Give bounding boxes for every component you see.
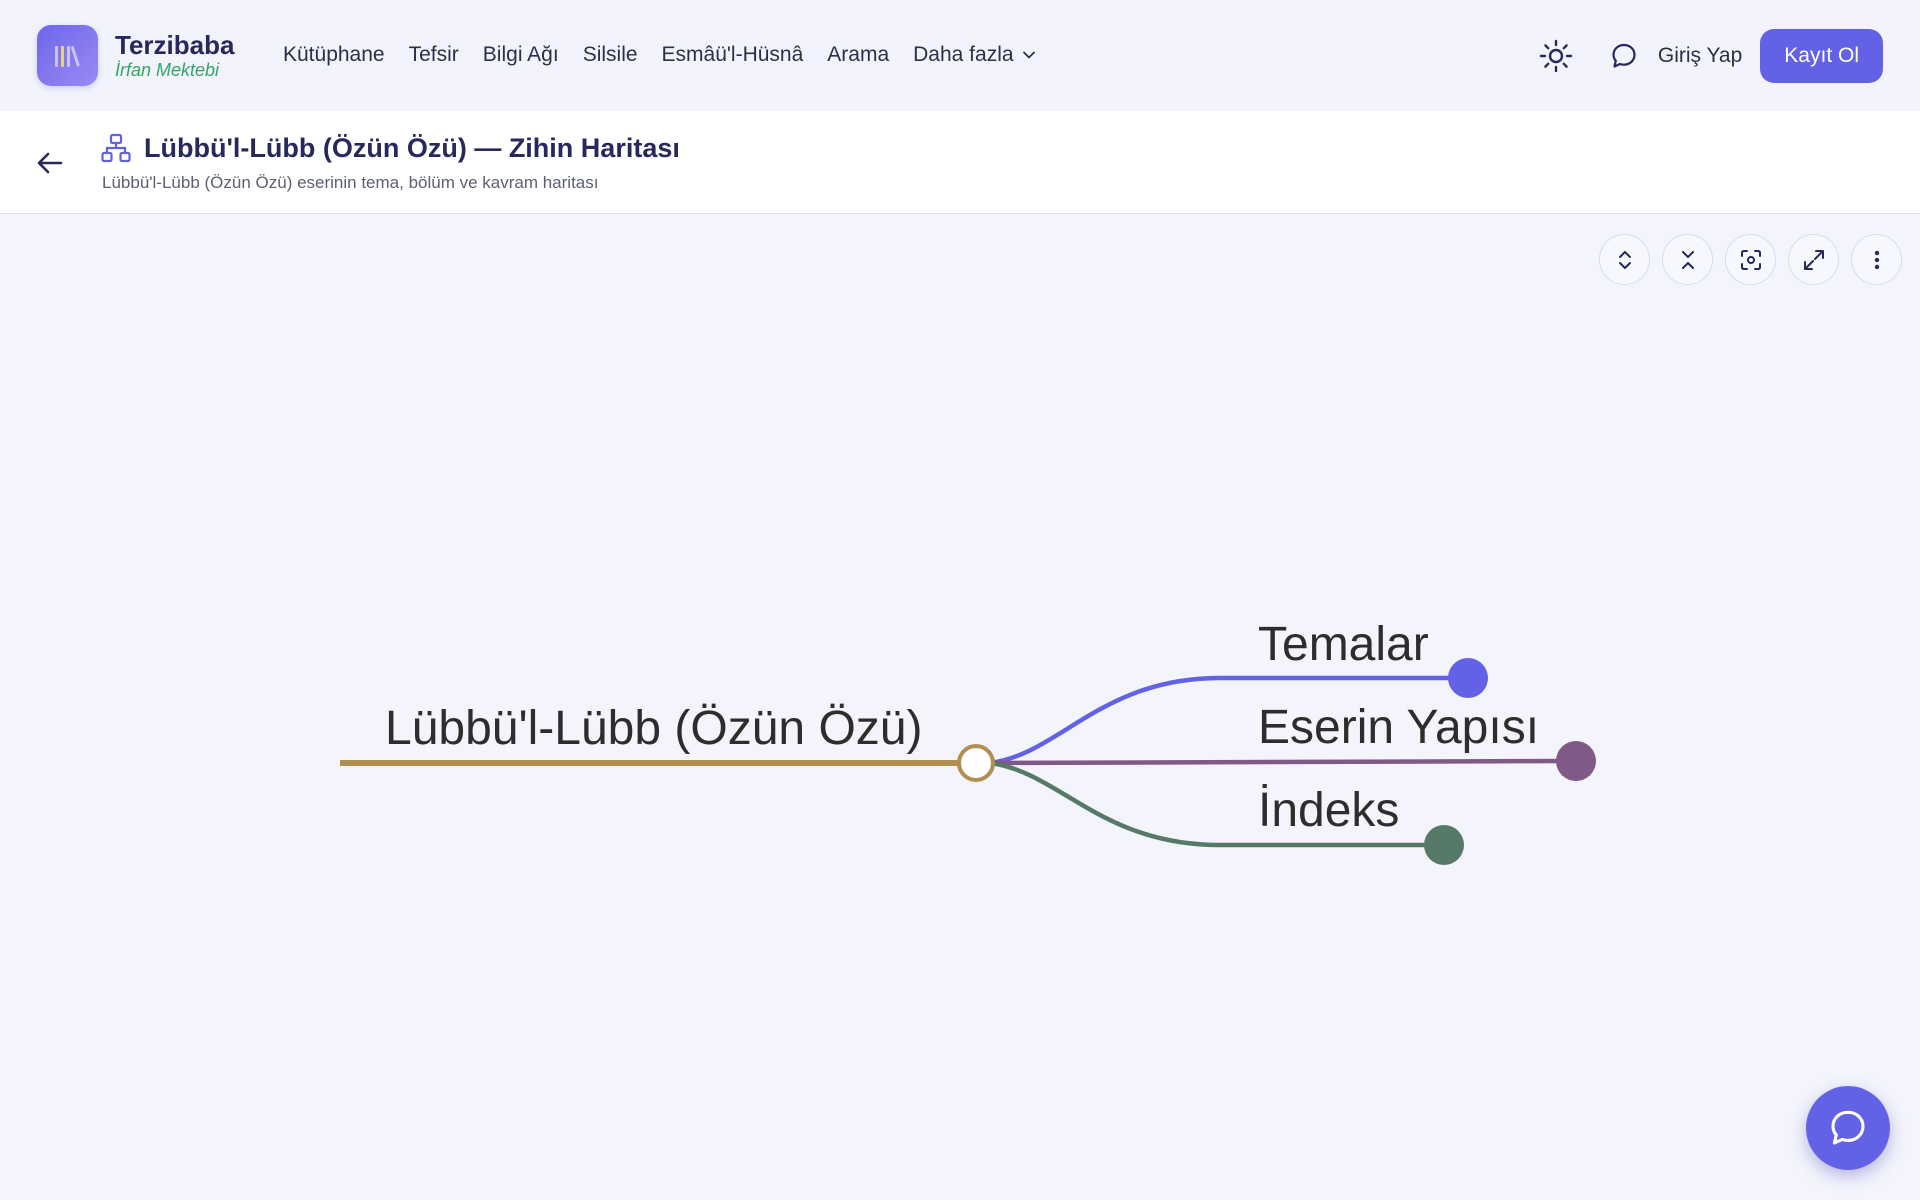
brand-name[interactable]: Terzibaba	[115, 30, 235, 60]
back-arrow-icon[interactable]	[32, 145, 68, 181]
node-eserin-yapisi-label[interactable]: Eserin Yapısı	[1258, 701, 1539, 754]
nav-item-arama[interactable]: Arama	[827, 43, 890, 66]
chat-bubble-icon	[1831, 1110, 1865, 1145]
chat-fab-button[interactable]	[1806, 1086, 1890, 1170]
more-vertical-icon[interactable]	[1851, 234, 1902, 285]
nav-more-label: Daha fazla	[913, 43, 1014, 66]
signup-button[interactable]: Kayıt Ol	[1760, 28, 1883, 83]
nav-item-daha-fazla[interactable]: Daha fazla	[913, 41, 1035, 69]
root-node-label[interactable]: Lübbü'l-Lübb (Özün Özü)	[385, 702, 922, 755]
expand-all-icon[interactable]	[1599, 234, 1650, 285]
root-node-circle[interactable]	[957, 744, 995, 782]
login-link[interactable]: Giriş Yap	[1657, 43, 1743, 67]
mindmap-toolbar	[1599, 234, 1902, 285]
nav-item-bilgi-agi[interactable]: Bilgi Ağı	[482, 43, 559, 66]
page-title: Lübbü'l-Lübb (Özün Özü) — Zihin Haritası	[144, 133, 680, 163]
branch-temalar	[989, 675, 1468, 766]
nav-item-esmaul-husna[interactable]: Esmâü'l-Hüsnâ	[661, 43, 804, 66]
chevron-down-icon	[1022, 51, 1035, 59]
sitemap-icon	[101, 133, 131, 163]
header-actions: Giriş Yap Kayıt Ol	[1534, 28, 1883, 83]
node-eserin-yapisi-dot[interactable]	[1556, 741, 1596, 781]
node-indeks-dot[interactable]	[1424, 825, 1464, 865]
node-temalar-dot[interactable]	[1448, 658, 1488, 698]
brand-subtitle: İrfan Mektebi	[115, 60, 220, 80]
nav-item-silsile[interactable]: Silsile	[582, 43, 638, 66]
nav-item-kutuphane[interactable]: Kütüphane	[283, 43, 385, 66]
node-temalar-label[interactable]: Temalar	[1258, 618, 1429, 671]
page-header: Lübbü'l-Lübb (Özün Özü) — Zihin Haritası…	[0, 111, 1920, 214]
chat-bubble-icon[interactable]	[1602, 34, 1646, 78]
collapse-all-icon[interactable]	[1662, 234, 1713, 285]
branch-eserin-yapisi	[989, 758, 1577, 766]
focus-center-icon[interactable]	[1725, 234, 1776, 285]
branch-indeks	[989, 760, 1444, 848]
mindmap-canvas[interactable]: Lübbü'l-Lübb (Özün Özü) Temalar Eserin Y…	[0, 214, 1920, 1200]
main-nav: Kütüphane Tefsir Bilgi Ağı Silsile Esmâü…	[283, 41, 1060, 69]
mindmap-graph: Lübbü'l-Lübb (Özün Özü) Temalar Eserin Y…	[340, 618, 1596, 865]
logo-books-icon[interactable]	[37, 25, 98, 86]
top-navbar: Terzibaba İrfan Mektebi Kütüphane Tefsir…	[0, 0, 1920, 111]
page-subtitle: Lübbü'l-Lübb (Özün Özü) eserinin tema, b…	[102, 173, 599, 192]
nav-item-tefsir[interactable]: Tefsir	[408, 43, 459, 66]
node-indeks-label[interactable]: İndeks	[1258, 784, 1399, 837]
theme-toggle-sun-icon[interactable]	[1534, 34, 1578, 78]
fullscreen-icon[interactable]	[1788, 234, 1839, 285]
